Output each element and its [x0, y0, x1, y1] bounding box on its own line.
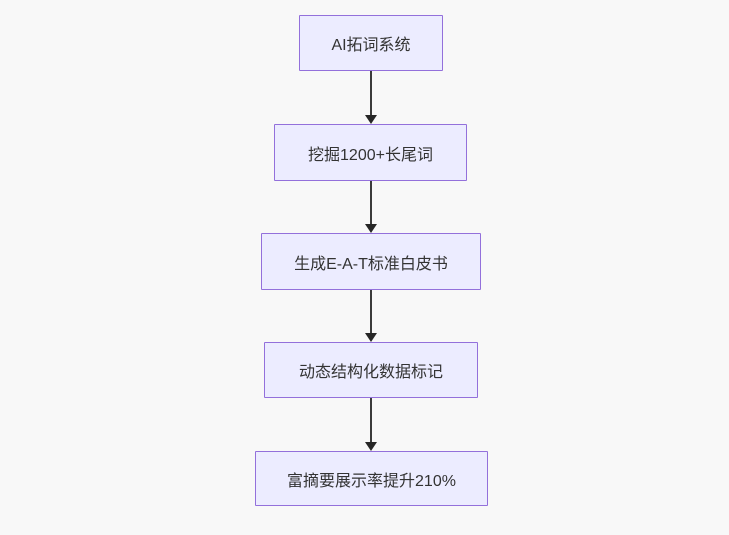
flow-arrow-4	[364, 398, 378, 451]
flow-node-rich-snippet-rate: 富摘要展示率提升210%	[255, 451, 488, 506]
arrowhead-down-icon	[365, 224, 377, 233]
flow-node-ai-keyword-system: AI拓词系统	[299, 15, 443, 71]
arrow-line	[370, 290, 372, 334]
flow-arrow-1	[364, 71, 378, 124]
flow-arrow-3	[364, 290, 378, 342]
flow-node-longtail-mining: 挖掘1200+长尾词	[274, 124, 467, 181]
flow-node-label: AI拓词系统	[331, 37, 411, 54]
flow-node-structured-data-markup: 动态结构化数据标记	[264, 342, 478, 398]
flow-arrow-2	[364, 181, 378, 233]
flow-node-label: 富摘要展示率提升210%	[287, 472, 456, 490]
flow-node-eat-whitepaper: 生成E-A-T标准白皮书	[261, 233, 481, 290]
arrow-line	[370, 181, 372, 225]
arrowhead-down-icon	[365, 333, 377, 342]
flow-node-label: 生成E-A-T标准白皮书	[294, 255, 448, 273]
arrowhead-down-icon	[365, 442, 377, 451]
flow-node-label: 挖掘1200+长尾词	[308, 146, 433, 164]
flow-node-label: 动态结构化数据标记	[298, 364, 443, 381]
arrowhead-down-icon	[365, 115, 377, 124]
arrow-line	[370, 398, 372, 443]
arrow-line	[370, 71, 372, 116]
